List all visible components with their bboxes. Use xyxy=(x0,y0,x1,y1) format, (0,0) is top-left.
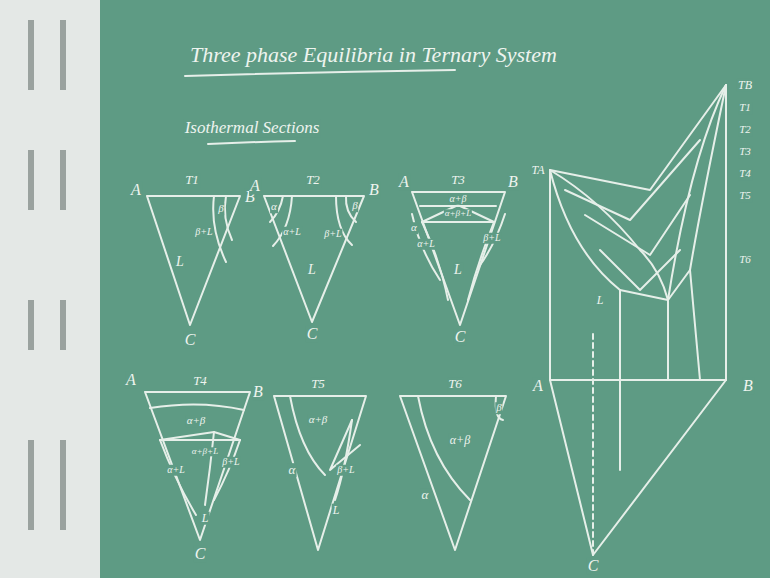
temperature-label: T6 xyxy=(447,377,463,391)
vertex-label: A xyxy=(398,174,410,191)
phase-label: α+β+L xyxy=(444,209,472,218)
vertex-label: B xyxy=(252,384,264,401)
phase-label: β xyxy=(495,402,502,414)
temperature-label: T1 xyxy=(738,102,752,114)
phase-label: β xyxy=(351,200,358,212)
vertex-label: B xyxy=(742,378,754,395)
temperature-label: T5 xyxy=(310,377,326,391)
section-heading: Isothermal Sections xyxy=(184,119,321,137)
temperature-label: TA xyxy=(530,164,545,177)
phase-label: α+L xyxy=(416,239,436,250)
vertex-label: C xyxy=(454,329,467,346)
temperature-label: T5 xyxy=(738,190,752,202)
phase-label: α+L xyxy=(282,227,302,238)
phase-label: β+L xyxy=(194,227,213,238)
temperature-label: T2 xyxy=(305,173,321,187)
frame-dots xyxy=(28,20,66,530)
temperature-label: T3 xyxy=(738,146,752,158)
temperature-label: T6 xyxy=(738,254,752,266)
phase-label: L xyxy=(201,512,210,525)
phase-label: α+β xyxy=(308,414,329,426)
phase-label: α+L xyxy=(166,465,186,476)
vertex-label: A xyxy=(532,378,544,395)
temperature-label: T1 xyxy=(184,173,200,187)
vertex-label: A xyxy=(130,182,142,199)
phase-label: L xyxy=(596,294,605,307)
temperature-label: T2 xyxy=(738,124,752,136)
vertex-label: A xyxy=(249,178,261,195)
temperature-label: T3 xyxy=(450,173,466,187)
phase-label: α xyxy=(270,201,278,213)
vertex-label: C xyxy=(184,332,197,349)
phase-label: α+β xyxy=(449,434,471,447)
chalk-lines xyxy=(145,70,726,555)
phase-label: β+L xyxy=(323,229,342,240)
phase-label: α xyxy=(288,463,297,477)
temperature-label: TB xyxy=(737,79,753,92)
vertex-label: B xyxy=(368,182,380,199)
phase-label: β xyxy=(217,203,224,215)
phase-label: L xyxy=(307,263,317,278)
phase-label: L xyxy=(175,255,185,270)
phase-label: α+β+L xyxy=(191,447,219,456)
phase-label: α xyxy=(410,222,418,234)
phase-label: β+L xyxy=(221,457,240,468)
vertex-label: C xyxy=(194,546,207,563)
phase-label: β+L xyxy=(482,233,501,244)
vertex-label: B xyxy=(507,174,519,191)
vertex-label: A xyxy=(125,372,137,389)
phase-label: α+β xyxy=(186,415,207,427)
temperature-label: T4 xyxy=(192,374,208,388)
board-frame xyxy=(0,0,100,578)
board-title: Three phase Equilibria in Ternary System xyxy=(190,42,557,68)
phase-label: L xyxy=(332,504,341,517)
phase-label: α+β xyxy=(449,194,468,205)
temperature-label: T4 xyxy=(738,168,752,180)
phase-label: α xyxy=(421,488,430,502)
vertex-label: C xyxy=(587,558,600,575)
phase-label: L xyxy=(453,263,463,278)
vertex-label: C xyxy=(306,326,319,343)
phase-label: β+L xyxy=(336,465,355,476)
